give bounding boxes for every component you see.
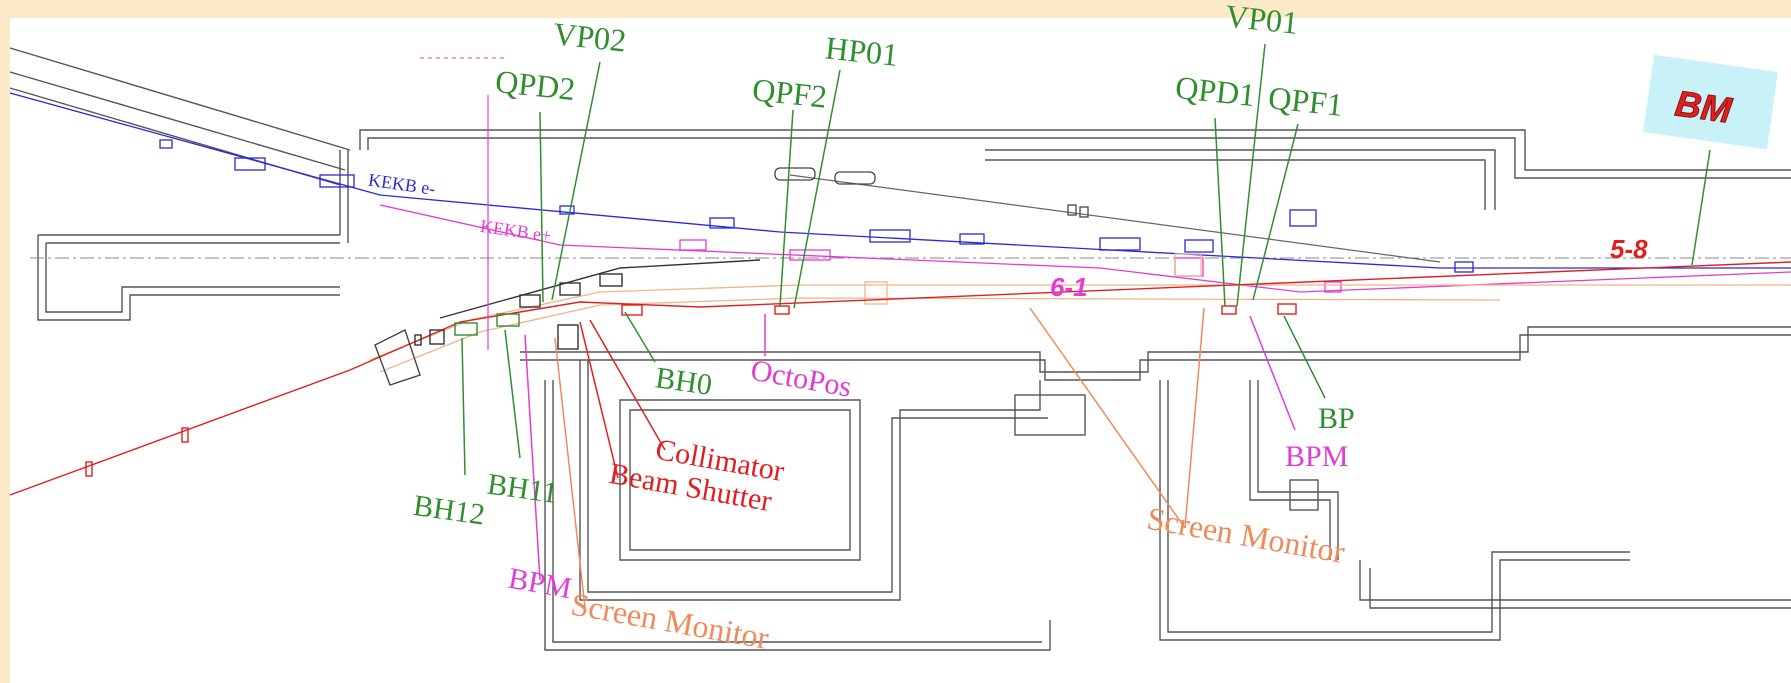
upper-magnets: [774, 167, 1089, 218]
leader-arrows-magenta: [524, 314, 1296, 581]
kekb-electron-line: [9, 92, 1791, 273]
bpm-right-label: BPM: [1285, 440, 1348, 473]
linac-line-red: [9, 261, 1791, 496]
bh0-label: BH0: [653, 361, 714, 402]
bm-callout: BM: [1643, 54, 1778, 150]
left-pylons: [374, 313, 520, 386]
qpd1-label: QPD1: [1174, 69, 1257, 113]
leader-arrows-green: [461, 43, 1711, 476]
vp01-label: VP01: [1224, 0, 1300, 41]
qpd2-label: QPD2: [494, 63, 577, 107]
bp-label: BP: [1318, 402, 1355, 435]
leader-arrows-red: [579, 319, 666, 479]
vp02-label: VP02: [552, 15, 628, 58]
bm-label: BM: [1673, 82, 1735, 131]
upper-grey-line: [789, 174, 1441, 263]
bm-box: [1643, 54, 1778, 150]
leader-arrows-orange: [554, 307, 1205, 609]
hp01-label: HP01: [824, 29, 900, 72]
distance-6-1: 6-1: [1050, 272, 1088, 302]
qpf1-label: QPF1: [1267, 79, 1345, 123]
transfer-line-orange: [369, 253, 1791, 373]
tunnel-walls: [9, 47, 1791, 651]
qpf2-label: QPF2: [751, 71, 829, 115]
distance-5-8: 5-8: [1610, 234, 1648, 264]
merge-section-magnets: [414, 259, 761, 350]
